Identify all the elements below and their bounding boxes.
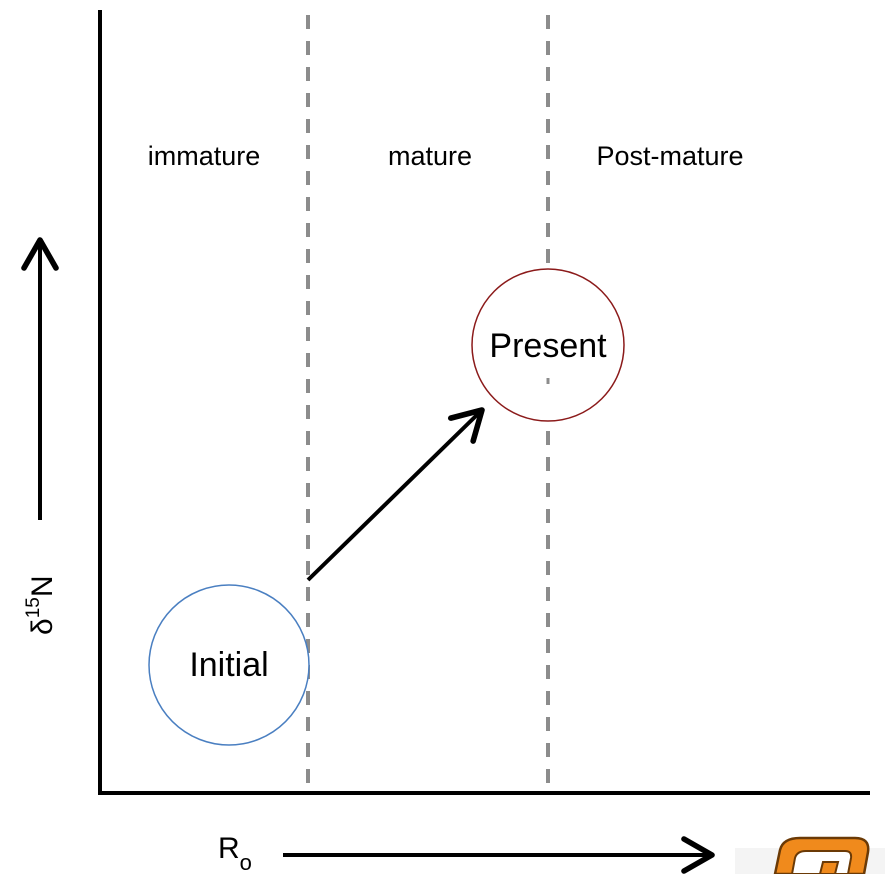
svg-text:δ15N: δ15N bbox=[23, 575, 59, 635]
x-label-subscript: o bbox=[240, 850, 252, 874]
y-label-superscript: 15 bbox=[23, 597, 44, 618]
present-state-label: Present bbox=[489, 327, 607, 365]
y-label-delta: δ bbox=[26, 618, 59, 635]
zone-label-immature: immature bbox=[148, 141, 261, 171]
y-label-element: N bbox=[26, 575, 59, 597]
y-axis-label: δ15N bbox=[23, 575, 59, 635]
initial-state-label: Initial bbox=[189, 646, 268, 684]
x-label-base: R bbox=[218, 832, 240, 865]
zone-label-mature: mature bbox=[388, 141, 472, 171]
initial-state-circle bbox=[148, 584, 310, 746]
orange-logo-icon bbox=[735, 836, 885, 874]
present-state-circle bbox=[471, 268, 625, 422]
x-axis-label: Ro bbox=[218, 832, 252, 874]
transition-arrow bbox=[306, 407, 485, 582]
zone-label-post-mature: Post-mature bbox=[596, 141, 743, 171]
